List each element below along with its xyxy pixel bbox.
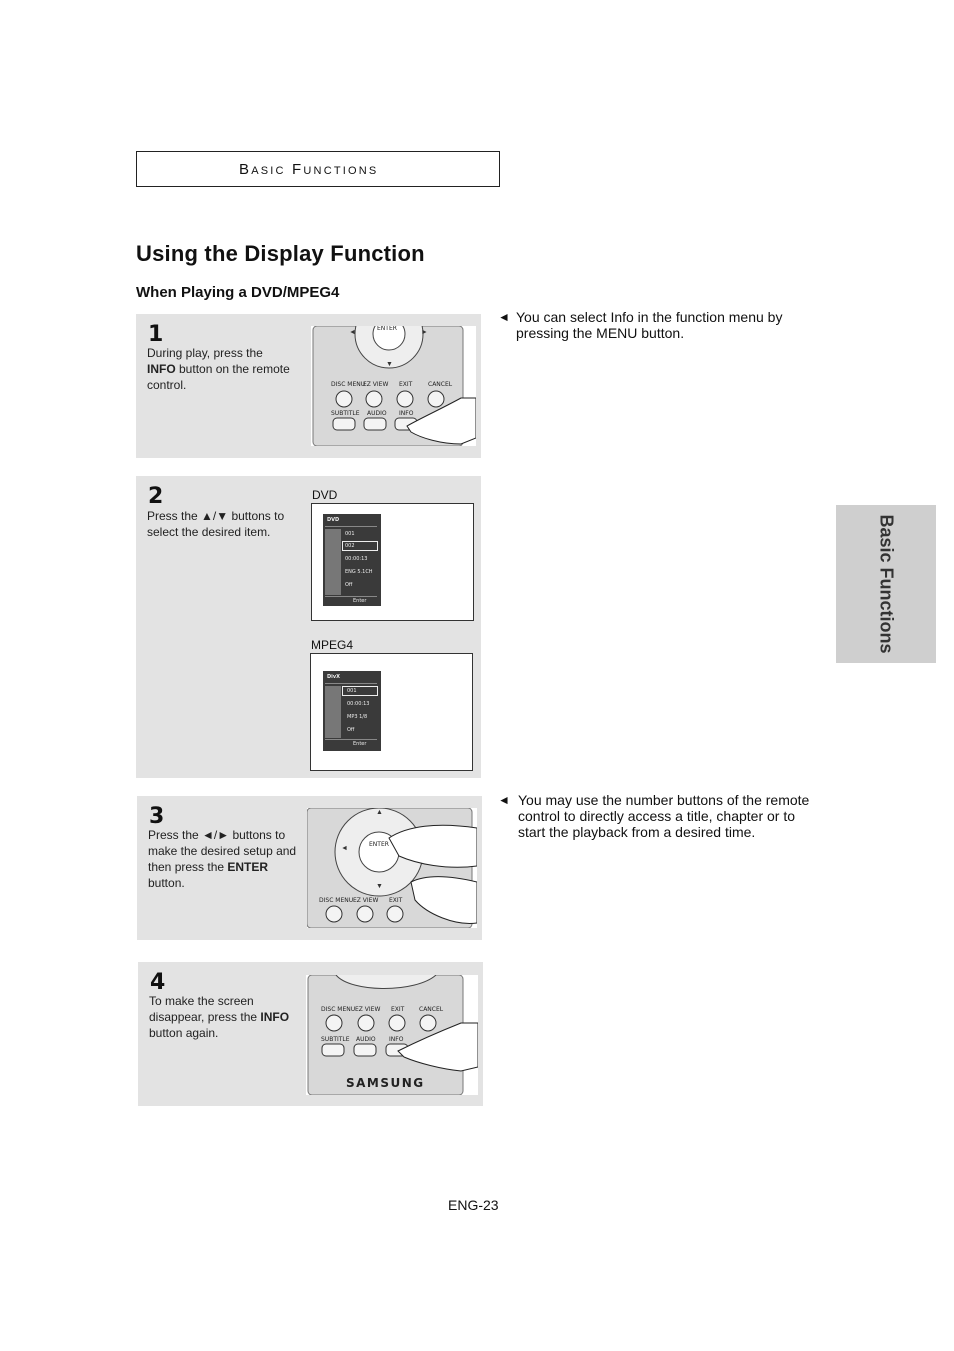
osd-footer: Enter bbox=[353, 741, 367, 747]
osd-row: 00:00:13 bbox=[347, 701, 370, 707]
audio-label: AUDIO bbox=[367, 410, 387, 417]
chapter-side-tab: Basic Functions bbox=[836, 505, 936, 663]
finger-icon bbox=[388, 824, 477, 868]
step-4-panel: 4 To make the screen disappear, press th… bbox=[138, 962, 483, 1106]
samsung-logo: SAMSUNG bbox=[346, 1076, 425, 1090]
mpeg4-osd-menu: DivX 001 00:00:13 MP3 1/8 Off Enter bbox=[323, 671, 381, 751]
section-title: Basic Functions bbox=[239, 160, 379, 178]
step-1-number: 1 bbox=[148, 322, 164, 347]
disc-menu-button[interactable] bbox=[325, 905, 343, 923]
page-subtitle: When Playing a DVD/MPEG4 bbox=[136, 284, 340, 301]
step-1-text: During play, press the INFO button on th… bbox=[147, 346, 290, 392]
subtitle-button[interactable] bbox=[321, 1043, 345, 1057]
ez-view-button[interactable] bbox=[357, 1014, 375, 1032]
disc-menu-button[interactable] bbox=[335, 390, 353, 408]
section-header-box: Basic Functions bbox=[136, 151, 500, 187]
audio-button[interactable] bbox=[353, 1043, 377, 1057]
mpeg4-screen: DivX 001 00:00:13 MP3 1/8 Off Enter bbox=[310, 653, 473, 771]
step-2-panel: 2 Press the ▲/▼ buttons to select the de… bbox=[136, 476, 481, 778]
note-2: ◄ You may use the number buttons of the … bbox=[498, 792, 818, 840]
osd-footer: Enter bbox=[353, 598, 367, 604]
side-tab-label: Basic Functions bbox=[876, 514, 897, 654]
cancel-label: CANCEL bbox=[419, 1006, 444, 1013]
exit-button[interactable] bbox=[388, 1014, 406, 1032]
svg-text:▼: ▼ bbox=[376, 883, 383, 890]
info-label: INFO bbox=[389, 1036, 404, 1043]
remote-enter-illustration: ENTER ▲ ◄ ▼ DISC MENU EZ VIEW EXIT bbox=[307, 808, 477, 928]
disc-menu-label: DISC MENU bbox=[331, 381, 365, 388]
remote-info-illustration: ENTER ◄ ► ▼ DISC MENU EZ VIEW EXIT CANCE… bbox=[311, 326, 476, 446]
step-4-text: To make the screen disappear, press the … bbox=[149, 994, 290, 1040]
note-arrow-icon: ◄ bbox=[498, 310, 510, 324]
disc-menu-label: DISC MENU bbox=[319, 897, 353, 904]
osd-header: DivX bbox=[327, 674, 340, 680]
remote-enter-label: ENTER bbox=[369, 841, 389, 848]
note-1-text: You can select Info in the function menu… bbox=[516, 309, 783, 341]
step-1-panel: 1 During play, press the INFO button on … bbox=[136, 314, 481, 458]
osd-row: MP3 1/8 bbox=[347, 714, 368, 720]
osd-row: 00:00:13 bbox=[345, 556, 368, 562]
audio-label: AUDIO bbox=[356, 1036, 376, 1043]
ez-view-label: EZ VIEW bbox=[355, 1006, 380, 1013]
remote-enter-label: ENTER bbox=[377, 326, 397, 332]
subtitle-button[interactable] bbox=[332, 417, 356, 431]
svg-text:▼: ▼ bbox=[386, 361, 393, 368]
ez-view-label: EZ VIEW bbox=[353, 897, 378, 904]
osd-header: DVD bbox=[327, 517, 340, 523]
exit-button[interactable] bbox=[386, 905, 404, 923]
page-title: Using the Display Function bbox=[136, 241, 425, 266]
disc-menu-label: DISC MENU bbox=[321, 1006, 355, 1013]
step-2-text: Press the ▲/▼ buttons to select the desi… bbox=[147, 509, 285, 539]
osd-row: Off bbox=[347, 727, 355, 733]
ez-view-label: EZ VIEW bbox=[363, 381, 388, 388]
disc-menu-button[interactable] bbox=[325, 1014, 343, 1032]
cancel-label: CANCEL bbox=[428, 381, 453, 388]
finger-icon bbox=[397, 1022, 478, 1072]
step-3-panel: 3 Press the ◄/► buttons to make the desi… bbox=[137, 796, 482, 940]
remote-info-again-illustration: DISC MENU EZ VIEW EXIT CANCEL SUBTITLE A… bbox=[306, 975, 478, 1095]
svg-text:▲: ▲ bbox=[376, 809, 383, 816]
subtitle-label: SUBTITLE bbox=[321, 1036, 350, 1043]
mpeg4-label: MPEG4 bbox=[311, 638, 354, 652]
cancel-button[interactable] bbox=[419, 1014, 437, 1032]
finger-icon bbox=[406, 397, 476, 445]
dvd-osd-menu: DVD 001 002 00:00:13 ENG 5.1CH Off Enter bbox=[323, 514, 381, 606]
audio-button[interactable] bbox=[363, 417, 387, 431]
dvd-label: DVD bbox=[312, 488, 338, 502]
dvd-screen: DVD 001 002 00:00:13 ENG 5.1CH Off Enter bbox=[311, 503, 474, 621]
ez-view-button[interactable] bbox=[356, 905, 374, 923]
page-number: ENG-23 bbox=[448, 1197, 499, 1213]
note-1: ◄ You can select Info in the function me… bbox=[498, 309, 806, 341]
note-2-text: You may use the number buttons of the re… bbox=[518, 792, 810, 840]
exit-button[interactable] bbox=[396, 390, 414, 408]
step-4-number: 4 bbox=[150, 970, 166, 995]
exit-label: EXIT bbox=[389, 897, 403, 904]
step-2-number: 2 bbox=[148, 484, 164, 509]
note-arrow-icon: ◄ bbox=[498, 793, 510, 807]
step-3-text: Press the ◄/► buttons to make the desire… bbox=[148, 828, 297, 890]
thumb-icon bbox=[410, 876, 477, 924]
info-label: INFO bbox=[399, 410, 414, 417]
osd-row: 001 bbox=[347, 688, 357, 694]
exit-label: EXIT bbox=[391, 1006, 405, 1013]
cancel-button[interactable] bbox=[427, 390, 445, 408]
exit-label: EXIT bbox=[399, 381, 413, 388]
osd-row: 001 bbox=[345, 531, 355, 537]
subtitle-label: SUBTITLE bbox=[331, 410, 360, 417]
step-3-number: 3 bbox=[149, 804, 165, 829]
osd-row: 002 bbox=[345, 543, 355, 549]
svg-text:◄: ◄ bbox=[349, 329, 356, 336]
ez-view-button[interactable] bbox=[365, 390, 383, 408]
svg-text:►: ► bbox=[421, 329, 428, 336]
svg-text:◄: ◄ bbox=[341, 845, 348, 852]
osd-row: Off bbox=[345, 582, 353, 588]
osd-row: ENG 5.1CH bbox=[345, 569, 373, 575]
